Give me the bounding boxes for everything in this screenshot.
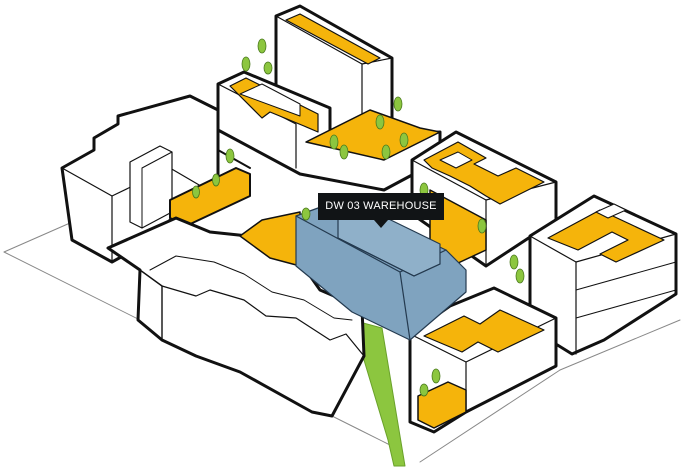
tree-icon — [419, 383, 429, 397]
tree-icon — [257, 38, 267, 54]
tree-icon — [339, 144, 349, 160]
tree-icon — [509, 254, 519, 270]
warehouse-dw03-highlight[interactable] — [295, 199, 467, 341]
trees — [192, 38, 525, 397]
tree-icon — [375, 114, 385, 130]
building-bottom-right — [408, 286, 558, 434]
tree-icon — [515, 268, 525, 284]
tree-icon — [192, 185, 200, 199]
tree-icon — [263, 61, 273, 75]
courtyard-center-yellow — [429, 189, 487, 265]
warehouse-label-tooltip: DW 03 WAREHOUSE — [318, 193, 444, 220]
tree-icon — [329, 134, 339, 150]
tree-icon — [431, 368, 441, 384]
tooltip-pointer — [374, 220, 388, 228]
tree-icon — [399, 132, 409, 148]
tree-icon — [241, 56, 251, 72]
tree-icon — [477, 218, 487, 234]
tree-icon — [225, 148, 235, 164]
building-far-right — [528, 194, 678, 356]
tree-icon — [301, 207, 311, 221]
tree-icon — [393, 96, 403, 112]
tree-icon — [212, 173, 220, 187]
tree-icon — [381, 144, 391, 160]
